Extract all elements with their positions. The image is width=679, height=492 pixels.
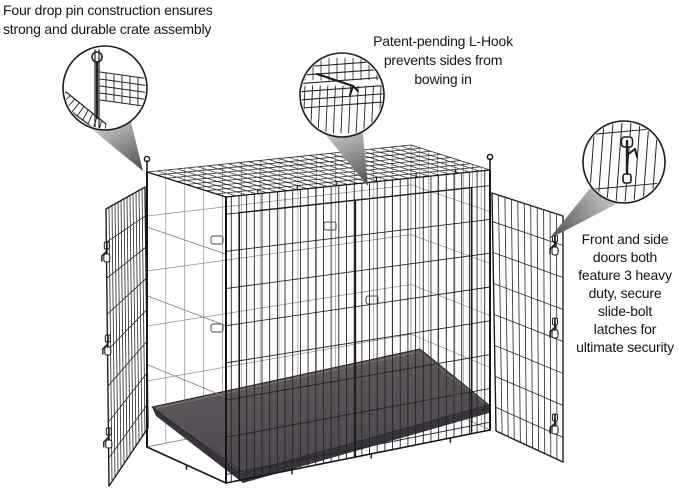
pointer-wedge-drop-pin [88,118,143,171]
annotation-l-hook: Patent-pending L-Hook prevents sides fro… [328,32,558,89]
annotation-line: strong and durable crate assembly [3,21,212,37]
crate-front-face [225,170,491,483]
annotation-line: slide-bolt [597,303,653,319]
annotation-line: Front and side [581,231,669,247]
drop-pin-top-right [486,153,494,174]
annotation-line: doors both [592,249,658,265]
pointer-wedge-l-hook [324,126,368,186]
annotation-line: Patent-pending L-Hook [373,33,513,49]
annotation-line: prevents sides from [383,52,503,68]
drop-pin-detail-icon [64,49,146,129]
annotation-line: bowing in [414,71,472,87]
crate-doorway-face [146,226,227,398]
pointer-wedge-slide-bolt [549,186,622,239]
annotation-line: latches for [593,321,657,337]
front-door-frame [238,186,473,482]
annotation-line: duty, secure [588,285,662,301]
left-door-latches [101,241,113,449]
callout-slide-bolt [582,120,666,204]
callout-l-hook [299,52,385,138]
right-door-latches [549,234,559,435]
annotation-slide-bolt: Front and side doors both feature 3 heav… [545,230,679,356]
annotation-line: ultimate security [576,339,674,355]
callout-drop-pin [62,45,148,131]
crate-frame [143,153,494,484]
annotation-drop-pin: Four drop pin construction ensures stron… [3,1,213,39]
annotation-line: Four drop pin construction ensures [3,2,213,18]
crate-roof-mesh [146,144,491,198]
callout-pointers [88,118,622,239]
left-door-panel [101,186,149,487]
right-door-panel [491,192,564,463]
annotation-line: feature 3 heavy [578,267,672,283]
drop-pin-top-left [143,155,151,176]
